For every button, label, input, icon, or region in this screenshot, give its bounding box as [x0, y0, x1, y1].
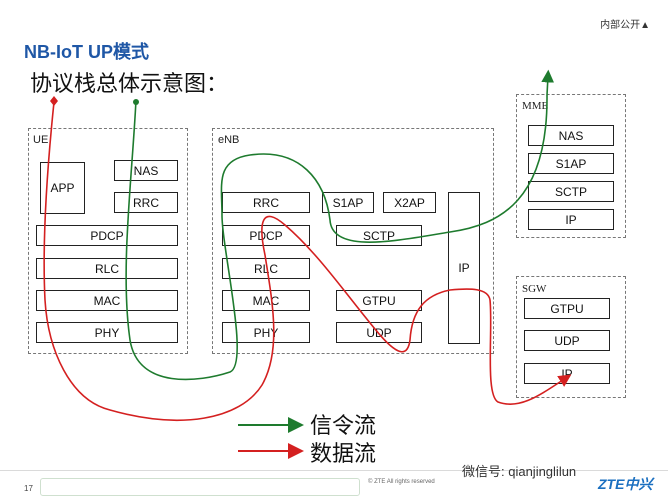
ue-rrc-box: RRC	[114, 192, 178, 213]
ue-rlc-box: RLC	[36, 258, 178, 279]
page-subtitle: 协议栈总体示意图：	[30, 71, 229, 96]
mme-group	[516, 94, 626, 238]
enb-ip-box: IP	[448, 192, 480, 344]
signaling-flow-line	[125, 69, 555, 381]
enb-pdcp-box: PDCP	[222, 225, 310, 246]
enb-rrc-box: RRC	[222, 192, 310, 213]
enb-gtpu-box: GTPU	[336, 290, 422, 311]
enb-udp-box: UDP	[336, 322, 422, 343]
page-title: NB-IoT UP模式	[24, 42, 149, 62]
enb-mac-box: MAC	[222, 290, 310, 311]
ue-mac-box: MAC	[36, 290, 178, 311]
footer-box	[40, 478, 360, 496]
enb-x2ap-box: X2AP	[383, 192, 436, 213]
sgw-udp-box: UDP	[524, 330, 610, 351]
page-number: 17	[24, 484, 33, 493]
data-flow-line	[43, 101, 572, 421]
mme-nas-box: NAS	[528, 125, 614, 146]
top-bar	[0, 0, 668, 36]
enb-group	[212, 128, 494, 354]
signaling-start-dot	[133, 99, 139, 105]
legend-data-label: 数据流	[310, 441, 377, 466]
ue-phy-box: PHY	[36, 322, 178, 343]
copyright-text: © ZTE All rights reserved	[368, 479, 435, 485]
enb-label: eNB	[218, 134, 240, 146]
mme-ip-box: IP	[528, 209, 614, 230]
classification-label: 内部公开▲	[600, 20, 650, 31]
wechat-id: 微信号: qianjinglilun	[462, 464, 577, 479]
ue-nas-box: NAS	[114, 160, 178, 181]
enb-s1ap-box: S1AP	[322, 192, 374, 213]
sgw-gtpu-box: GTPU	[524, 298, 610, 319]
ue-label: UE	[33, 134, 49, 146]
ue-group	[28, 128, 188, 354]
legend-signaling-label: 信令流	[310, 413, 377, 438]
enb-phy-box: PHY	[222, 322, 310, 343]
mme-sctp-box: SCTP	[528, 181, 614, 202]
mme-s1ap-box: S1AP	[528, 153, 614, 174]
data-start-diamond	[50, 96, 58, 106]
footer-divider	[0, 470, 668, 471]
sgw-group	[516, 276, 626, 398]
mme-label: MME	[522, 100, 549, 112]
zte-logo: ZTE中兴	[598, 476, 653, 492]
sgw-label: SGW	[522, 283, 547, 295]
ue-pdcp-box: PDCP	[36, 225, 178, 246]
